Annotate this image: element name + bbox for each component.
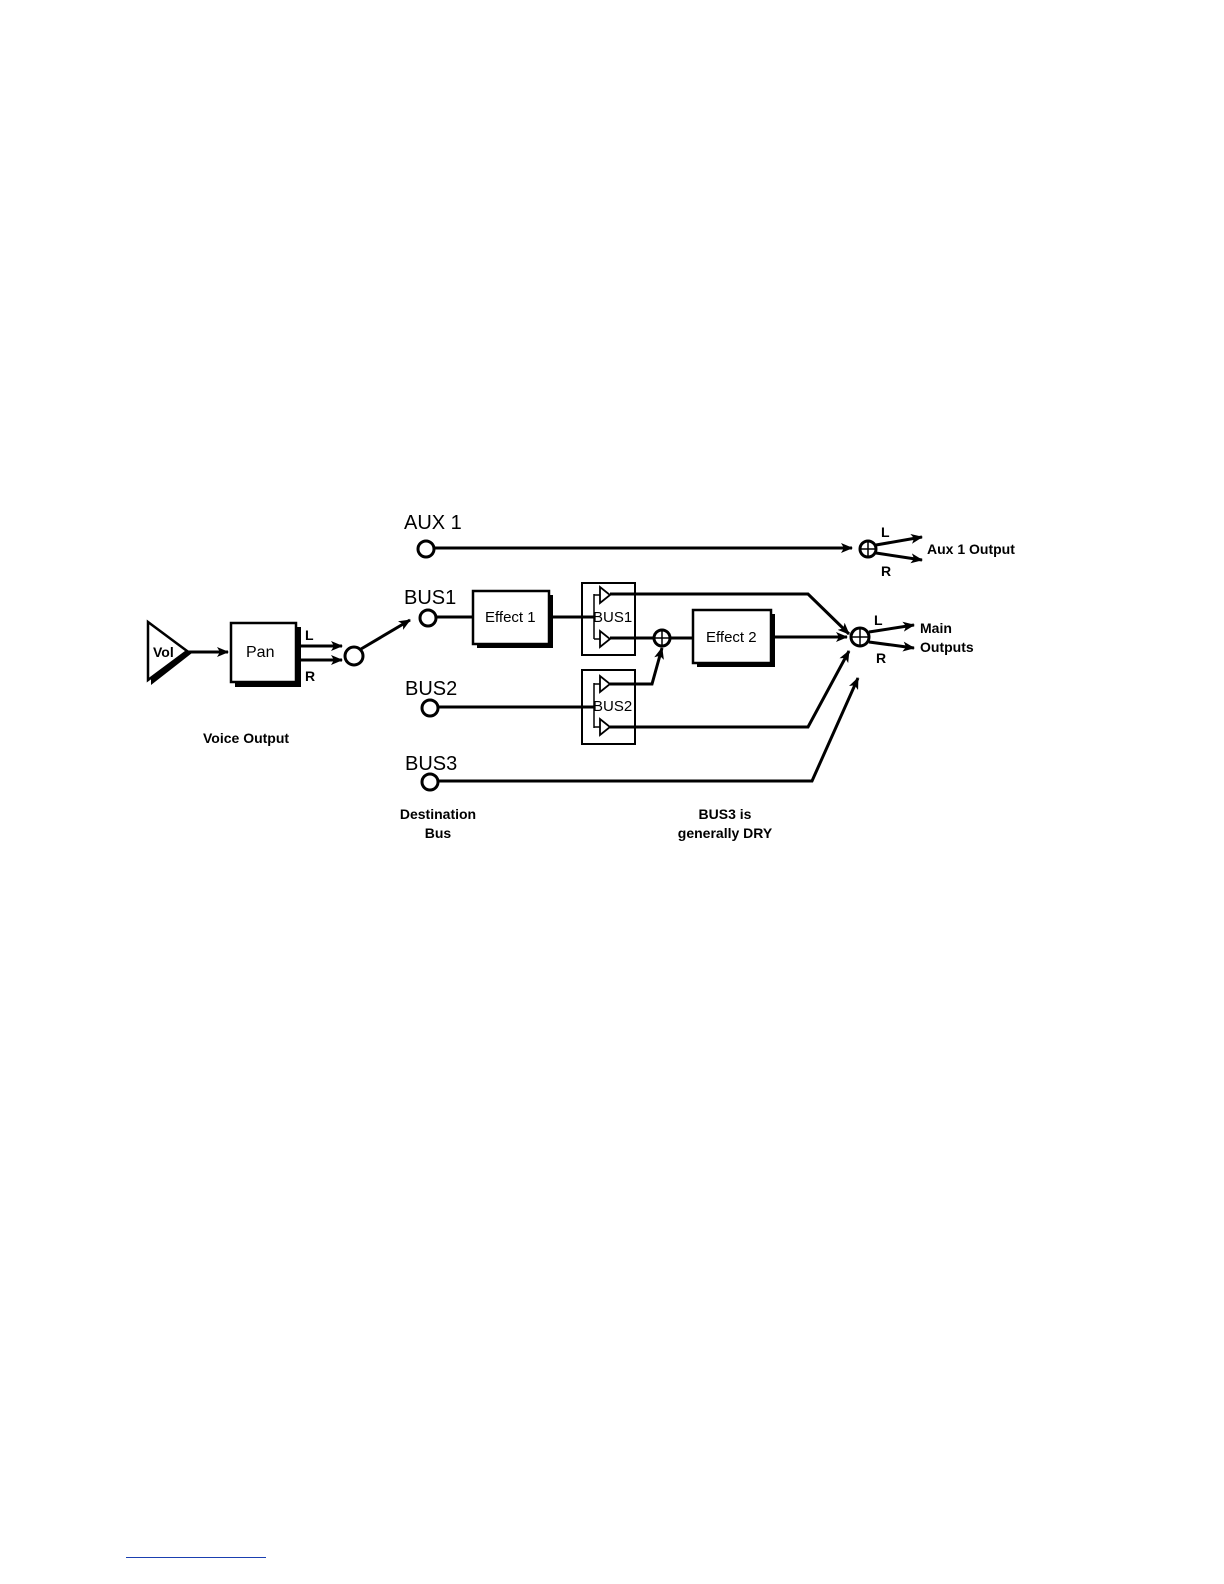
bus-selector-node <box>345 647 363 665</box>
bus3-note-line2: generally DRY <box>678 825 773 841</box>
bus3-to-main-wire <box>438 678 858 781</box>
aux-summing-node <box>860 541 876 557</box>
aux-out-right-label: R <box>881 563 891 579</box>
destination-bus-line2: Bus <box>425 825 452 841</box>
bus2-splitter-label: BUS2 <box>593 698 632 715</box>
voice-output-label: Voice Output <box>203 730 289 746</box>
main-summing-node <box>851 628 869 646</box>
effect1-label: Effect 1 <box>485 609 536 626</box>
pan-label: Pan <box>246 644 274 661</box>
aux-output-label: Aux 1 Output <box>927 541 1015 557</box>
bus1-splitter-label: BUS1 <box>593 609 632 626</box>
bus3-note-line1: BUS3 is <box>699 806 752 822</box>
aux-out-left-label: L <box>881 524 890 540</box>
main-right-label: R <box>876 650 886 666</box>
aux-out-right-wire <box>876 553 922 560</box>
vol-label: Vol <box>153 644 174 660</box>
effect2-summing-node <box>654 630 670 646</box>
effect2-label: Effect 2 <box>706 629 757 646</box>
bus3-label: BUS3 <box>405 753 457 775</box>
aux1-label: AUX 1 <box>404 512 462 534</box>
bus3-node <box>422 774 438 790</box>
bus2-node <box>422 700 438 716</box>
bus1-label: BUS1 <box>404 587 456 609</box>
bus-selector-switch <box>361 620 410 649</box>
main-right-wire <box>869 642 914 648</box>
main-outputs-line2: Outputs <box>920 639 974 655</box>
bus1-node <box>420 610 436 626</box>
footnote-rule <box>126 1557 266 1558</box>
main-outputs-line1: Main <box>920 620 952 636</box>
destination-bus-line1: Destination <box>400 806 476 822</box>
main-left-label: L <box>874 612 883 628</box>
bus2-label: BUS2 <box>405 678 457 700</box>
pan-left-label: L <box>305 627 314 643</box>
pan-right-label: R <box>305 668 315 684</box>
aux1-node <box>418 541 434 557</box>
